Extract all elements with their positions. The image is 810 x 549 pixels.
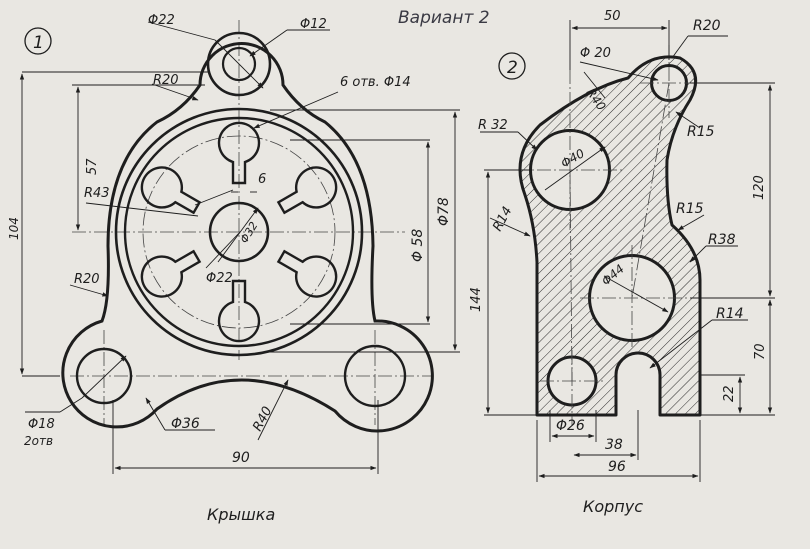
dim-1-d22b: Φ22 [206, 271, 233, 286]
dim-2-r20: R20 [693, 18, 721, 34]
cover-keyhole-slots [140, 121, 338, 343]
cover-outer-contour [61, 42, 434, 433]
housing-section [518, 55, 702, 417]
dim-1-d18: Φ18 [28, 417, 55, 432]
dim-1-r20-left: R20 [74, 272, 100, 287]
cover-center-hole [208, 201, 270, 263]
dim-1-d32: Φ32 [238, 219, 261, 245]
drawing-2-number: 2 [507, 58, 518, 78]
dim-2-v22: 22 [722, 385, 737, 402]
drawing-1-dimension-lines [19, 21, 460, 474]
dim-2-r15a: R15 [687, 124, 715, 140]
cover-left-hole [75, 347, 133, 405]
dim-2-r14a: R14 [490, 204, 515, 234]
drawing-1-cover: 1 [7, 13, 460, 524]
dim-1-h90: 90 [232, 450, 250, 466]
dim-2-d20: Φ 20 [580, 46, 611, 61]
dim-2-r15b: R15 [676, 201, 704, 217]
dim-2-d26: Φ26 [556, 418, 585, 434]
dim-1-w6: 6 [258, 172, 266, 187]
dim-1-d12: Φ12 [300, 17, 327, 32]
cover-top-boss [206, 31, 272, 97]
dim-2-h38: 38 [605, 437, 623, 453]
dim-1-two-holes: 2отв [24, 434, 53, 448]
dim-2-v120: 120 [752, 175, 767, 200]
dim-1-r43: R43 [84, 186, 110, 201]
dim-2-d40: Φ40 [559, 146, 588, 171]
dim-2-v70: 70 [753, 343, 768, 360]
dim-1-d78: Φ78 [436, 197, 452, 226]
dim-1-d58: Φ 58 [410, 229, 426, 262]
dim-1-holes: 6 отв. Φ14 [340, 75, 411, 90]
dim-1-d36: Φ36 [171, 416, 200, 432]
drawing-2-dimension-lines [480, 20, 775, 482]
cover-top-hole [221, 46, 257, 82]
drawing-1-number: 1 [33, 33, 44, 53]
drawing-2-number-circle [498, 52, 526, 80]
dim-2-v144: 144 [469, 287, 484, 312]
drawing-2-caption: Корпус [583, 497, 643, 516]
dim-2-h96: 96 [608, 459, 626, 475]
cover-inner-ring [123, 116, 355, 348]
drawing-1-number-circle [24, 27, 52, 55]
dim-2-h50: 50 [604, 9, 621, 24]
drawing-1-caption: Крышка [207, 505, 275, 524]
cover-right-hole [343, 344, 407, 408]
dim-1-v57: 57 [85, 158, 100, 175]
drawing-2-housing: 2 [469, 9, 775, 516]
dim-1-r40: R40 [250, 404, 275, 434]
dim-1-d22: Φ22 [148, 13, 175, 28]
cover-outer-ring [114, 107, 364, 357]
dim-2-r32: R 32 [478, 118, 508, 133]
dim-2-r14b: R14 [716, 306, 744, 322]
dim-1-r20-top: R20 [153, 73, 179, 88]
dim-1-v104: 104 [7, 217, 21, 240]
dim-2-r38: R38 [708, 232, 736, 248]
variant-title: Вариант 2 [398, 8, 490, 28]
